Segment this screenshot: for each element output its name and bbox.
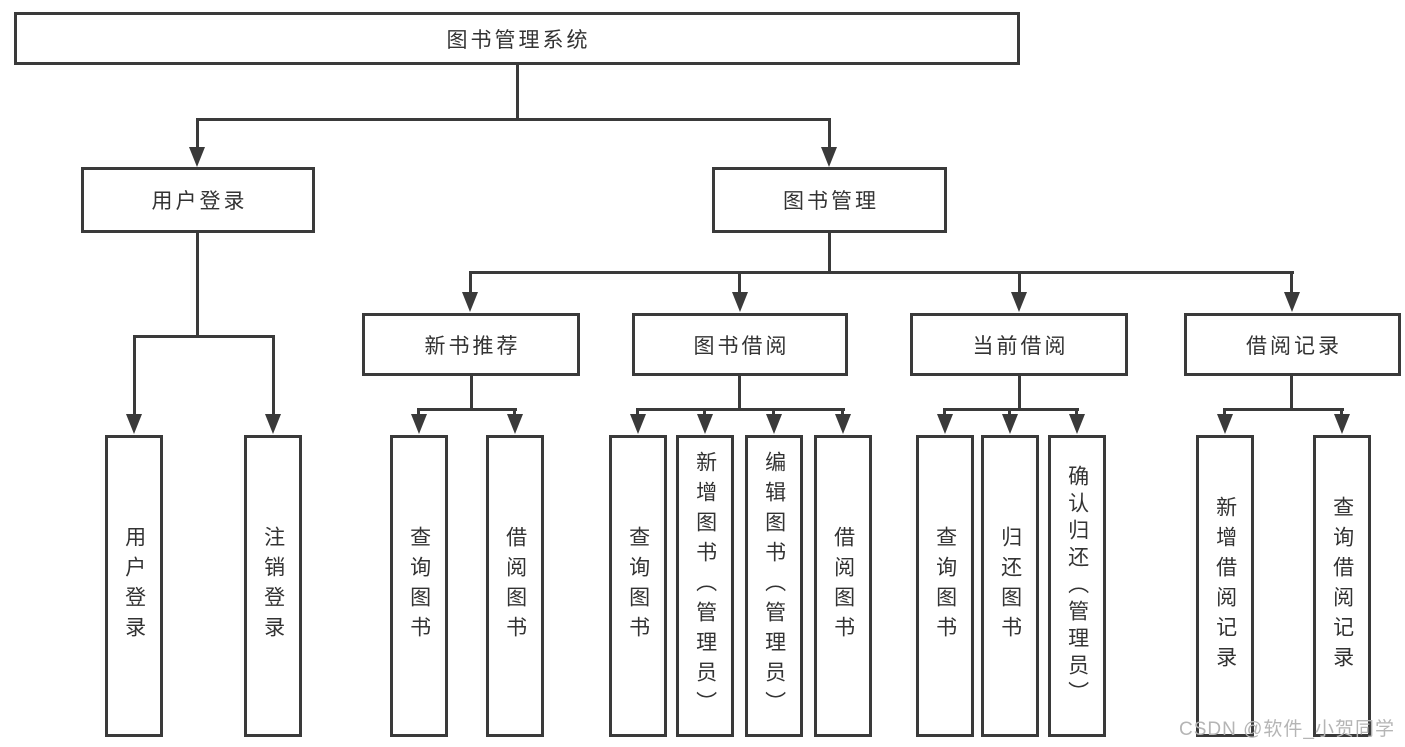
node-book-management: 图书管理: [712, 167, 947, 233]
connector-to-leaf-user-login: [133, 335, 136, 415]
leaf-bb-add-books-admin: 新增图书（管理员）: [676, 435, 734, 737]
connector-leaf: [772, 408, 775, 417]
connector-to-current-borrow: [1018, 271, 1021, 293]
connector-to-leaf-logout: [272, 335, 275, 415]
node-label: 图书管理系统: [446, 28, 591, 52]
arrow-down-icon: [821, 147, 837, 167]
connector-leaf: [1008, 408, 1011, 417]
leaf-label: 新增借阅记录: [1213, 496, 1237, 676]
connector-root-stem: [516, 63, 519, 120]
node-label: 图书借阅: [693, 334, 790, 358]
node-label: 用户登录: [151, 190, 248, 213]
connector-to-book-management: [828, 118, 831, 149]
connector-book-borrow-bar: [636, 408, 845, 411]
leaf-label: 查询图书: [933, 526, 957, 646]
leaf-label: 注销登录: [261, 526, 285, 646]
arrow-down-icon: [937, 414, 953, 434]
leaf-bb-edit-books-admin: 编辑图书（管理员）: [745, 435, 803, 737]
arrow-down-icon: [1002, 414, 1018, 434]
arrow-down-icon: [189, 147, 205, 167]
connector-leaf: [1075, 408, 1078, 417]
node-label: 当前借阅: [972, 334, 1069, 358]
leaf-label: 用户登录: [122, 526, 146, 646]
connector-to-borrow-records: [1290, 271, 1293, 293]
node-label: 新书推荐: [424, 334, 521, 358]
leaf-label: 确认归还（管理员）: [1065, 464, 1089, 708]
node-borrow-records: 借阅记录: [1184, 313, 1401, 376]
arrow-down-icon: [462, 292, 478, 312]
arrow-down-icon: [732, 292, 748, 312]
arrow-down-icon: [697, 414, 713, 434]
leaf-bb-borrow-books: 借阅图书: [814, 435, 872, 737]
connector-book-mgmt-stem: [828, 231, 831, 273]
arrow-down-icon: [507, 414, 523, 434]
leaf-label: 查询图书: [407, 526, 431, 646]
connector-leaf: [1223, 408, 1226, 417]
leaf-cb-confirm-return-admin: 确认归还（管理员）: [1048, 435, 1106, 737]
connector-user-login-bar: [133, 335, 275, 338]
node-new-book-recommend: 新书推荐: [362, 313, 580, 376]
leaf-nb-borrow-books: 借阅图书: [486, 435, 544, 737]
arrow-down-icon: [630, 414, 646, 434]
leaf-label: 归还图书: [998, 526, 1022, 646]
connector-leaf: [417, 408, 420, 417]
connector-root-bar: [196, 118, 831, 121]
connector-borrow-records-stem: [1290, 374, 1293, 410]
connector-borrow-records-bar: [1224, 408, 1344, 411]
leaf-label: 借阅图书: [831, 526, 855, 646]
arrow-down-icon: [126, 414, 142, 434]
leaf-label: 新增图书（管理员）: [693, 451, 717, 721]
node-current-borrow: 当前借阅: [910, 313, 1128, 376]
connector-current-borrow-bar: [944, 408, 1079, 411]
leaf-user-login: 用户登录: [105, 435, 163, 737]
node-label: 借阅记录: [1246, 334, 1342, 358]
node-user-login: 用户登录: [81, 167, 315, 233]
watermark: CSDN @软件_小贺同学: [1179, 719, 1395, 740]
connector-book-borrow-stem: [738, 374, 741, 410]
connector-book-mgmt-bar: [469, 271, 1294, 274]
arrow-down-icon: [766, 414, 782, 434]
leaf-label: 编辑图书（管理员）: [762, 451, 786, 721]
connector-new-book-stem: [470, 374, 473, 410]
arrow-down-icon: [1011, 292, 1027, 312]
arrow-down-icon: [835, 414, 851, 434]
arrow-down-icon: [265, 414, 281, 434]
connector-to-new-book: [469, 271, 472, 293]
arrow-down-icon: [1334, 414, 1350, 434]
connector-leaf: [841, 408, 844, 417]
connector-current-borrow-stem: [1018, 374, 1021, 410]
connector-user-login-stem: [196, 231, 199, 337]
connector-to-user-login: [196, 118, 199, 149]
connector-leaf: [703, 408, 706, 417]
arrow-down-icon: [1284, 292, 1300, 312]
leaf-label: 借阅图书: [503, 526, 527, 646]
node-book-borrow: 图书借阅: [632, 313, 848, 376]
arrow-down-icon: [1069, 414, 1085, 434]
connector-leaf: [1340, 408, 1343, 417]
arrow-down-icon: [411, 414, 427, 434]
leaf-cb-query-books: 查询图书: [916, 435, 974, 737]
leaf-cb-return-books: 归还图书: [981, 435, 1039, 737]
connector-to-book-borrow: [738, 271, 741, 293]
leaf-nb-query-books: 查询图书: [390, 435, 448, 737]
leaf-br-add-record: 新增借阅记录: [1196, 435, 1254, 737]
leaf-label: 查询图书: [626, 526, 650, 646]
leaf-label: 查询借阅记录: [1330, 496, 1354, 676]
node-library-management-system: 图书管理系统: [14, 12, 1020, 65]
connector-new-book-bar: [418, 408, 517, 411]
arrow-down-icon: [1217, 414, 1233, 434]
connector-leaf: [513, 408, 516, 417]
connector-leaf: [636, 408, 639, 417]
node-label: 图书管理: [783, 190, 879, 213]
leaf-bb-query-books: 查询图书: [609, 435, 667, 737]
connector-leaf: [943, 408, 946, 417]
leaf-br-query-record: 查询借阅记录: [1313, 435, 1371, 737]
leaf-logout: 注销登录: [244, 435, 302, 737]
